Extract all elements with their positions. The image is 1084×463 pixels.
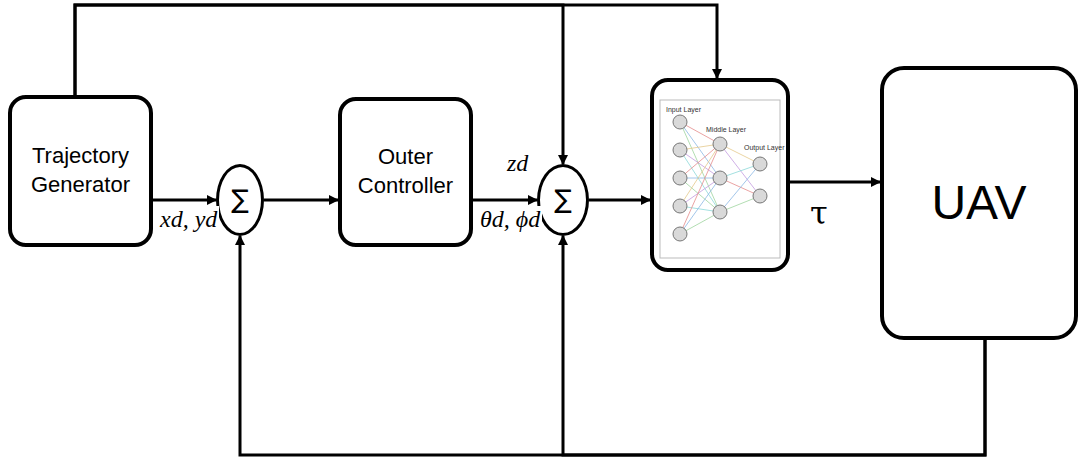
- signal-arrow: [264, 199, 338, 202]
- process-box: Outer Controller: [338, 97, 473, 247]
- node-label: Trajectory Generator: [12, 142, 149, 199]
- signal-label: τ: [808, 196, 830, 231]
- node-label: Outer Controller: [342, 143, 469, 200]
- sum-symbol: ∑: [554, 183, 572, 217]
- sum-symbol: ∑: [231, 183, 249, 217]
- plant-box: UAV: [880, 66, 1078, 340]
- signal-arrow: [240, 236, 985, 455]
- signal-arrow: [473, 199, 537, 202]
- layer-label: Middle Layer: [706, 126, 746, 133]
- process-box: Trajectory Generator: [8, 95, 153, 247]
- signal-label: zd: [505, 150, 530, 176]
- summing-junction: ∑: [216, 164, 264, 236]
- summing-junction: ∑: [537, 164, 589, 236]
- signal-arrow: [790, 181, 880, 184]
- signal-arrow: [153, 199, 216, 202]
- neural-network-box: Input LayerMiddle LayerOutput Layer: [650, 78, 790, 272]
- signal-arrow: [75, 5, 717, 95]
- signal-label: θd, ϕd: [478, 206, 542, 232]
- signal-label: xd, yd: [158, 206, 219, 232]
- node-label: UAV: [927, 172, 1030, 234]
- layer-label: Input Layer: [666, 106, 701, 113]
- signal-arrow: [589, 199, 650, 202]
- layer-label: Output Layer: [744, 144, 784, 151]
